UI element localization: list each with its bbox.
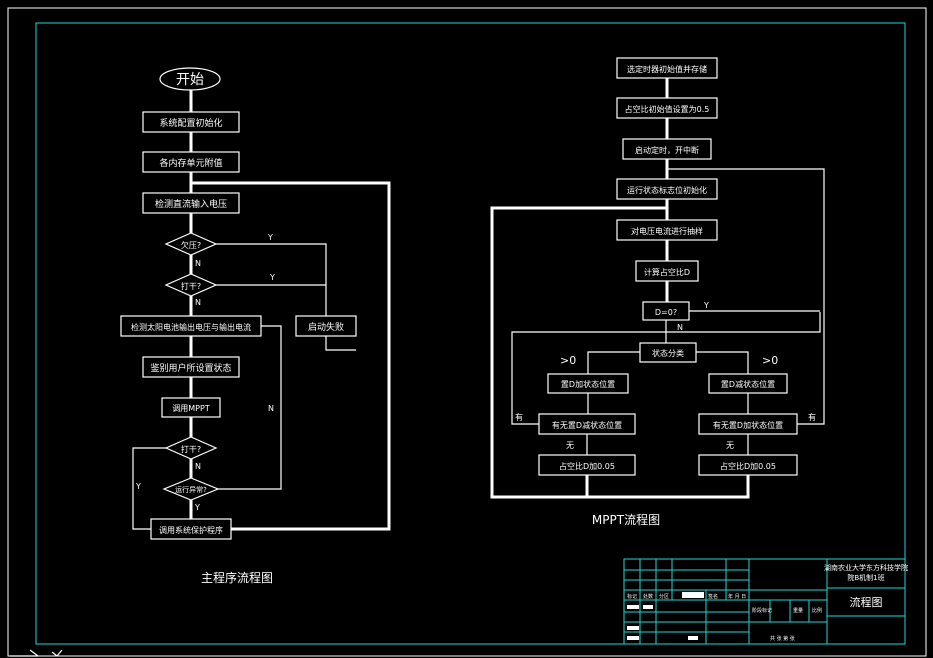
main-init-label: 系统配置初始化 <box>159 117 222 129</box>
title-drawing-title: 流程图 <box>850 595 883 609</box>
title-school: 湖南农业大学东方科技学院 <box>824 563 908 572</box>
mppt-set-inc-label: 置D加状态位置 <box>561 379 615 389</box>
main-y-label-2: Y <box>269 273 275 282</box>
outer-frame <box>7 7 927 657</box>
mppt-none-left: 无 <box>566 441 574 450</box>
mppt-connectors <box>490 78 825 499</box>
main-user-state-label: 鉴别用户所设置状态 <box>150 362 231 374</box>
mppt-yes-right: 有 <box>808 412 816 422</box>
title-block-fill <box>627 636 639 640</box>
main-start-fail-label: 启动失败 <box>308 321 344 333</box>
main-detect-dc-label: 检测直流输入电压 <box>155 198 227 210</box>
main-n-label-2: N <box>195 298 201 307</box>
main-y-label-4: Y <box>194 503 200 512</box>
title-hdr-2: 处数 <box>643 593 653 600</box>
title-weight: 重量 <box>793 607 803 614</box>
mppt-set-dec-label: 置D减状态位置 <box>721 379 775 389</box>
title-stage: 阶段标记 <box>752 607 772 614</box>
main-caption: 主程序流程图 <box>201 570 273 585</box>
main-start-label: 开始 <box>176 72 204 88</box>
mppt-gt0-left: >0 <box>560 354 576 367</box>
title-block-fill <box>627 626 639 630</box>
main-hit-label: 打干? <box>181 281 201 291</box>
title-sheets: 共 张 第 张 <box>770 635 795 642</box>
main-n-label-3: N <box>268 404 274 413</box>
ucs-icon <box>10 649 63 657</box>
title-block-fill <box>688 636 698 640</box>
mppt-gt0-right: >0 <box>762 354 778 367</box>
mppt-dzero-label: D=0? <box>655 308 677 317</box>
title-hdr-4: 签名 <box>708 593 718 600</box>
mppt-flowchart: 选定时器初始值并存储 占空比初始值设置为0.5 启动定时，开中断 运行状态标志位… <box>490 57 825 527</box>
mppt-add-left-label: 占空比D加0.05 <box>559 461 615 471</box>
mppt-has-dec-label: 有无置D减状态位置 <box>552 420 622 430</box>
mppt-yes-left: 有 <box>515 412 523 422</box>
main-n-label-4: N <box>195 462 201 471</box>
mppt-duty-init-label: 占空比初始值设置为0.5 <box>625 104 710 114</box>
mppt-n-label: N <box>677 323 683 332</box>
mppt-caption: MPPT流程图 <box>592 512 660 527</box>
main-y-label-3: Y <box>135 482 141 491</box>
main-hit2-label: 打干? <box>181 444 201 454</box>
main-call-mppt-label: 调用MPPT <box>172 404 210 413</box>
main-n-label-1: N <box>195 259 201 268</box>
title-block: 湖南农业大学东方科技学院 院B机制1班 流程图 标记 处数 分区 签名 年 月 … <box>623 558 908 645</box>
mppt-classify-label: 状态分类 <box>652 348 684 358</box>
main-memory-label: 各内存单元附值 <box>159 157 222 169</box>
title-hdr-1: 标记 <box>627 593 637 600</box>
title-block-fill <box>643 605 653 609</box>
mppt-calc-label: 计算占空比D <box>644 267 690 277</box>
mppt-state-init-label: 运行状态标志位初始化 <box>627 185 707 195</box>
mppt-sample-label: 对电压电流进行抽样 <box>631 226 703 236</box>
mppt-start-timer-label: 启动定时，开中断 <box>635 145 699 155</box>
main-detect-solar-label: 检测太阳电池输出电压与输出电流 <box>131 322 251 332</box>
title-scale: 比例 <box>812 607 822 614</box>
mppt-y-label: Y <box>703 301 709 310</box>
title-hdr-3: 分区 <box>659 593 669 600</box>
title-block-fill <box>627 605 639 609</box>
title-block-fill <box>682 592 704 598</box>
main-protect-label: 调用系统保护程序 <box>159 525 223 535</box>
main-y-label-1: Y <box>267 233 273 242</box>
mppt-has-inc-label: 有无置D加状态位置 <box>713 420 783 430</box>
inner-frame <box>35 22 906 645</box>
mppt-timer-label: 选定时器初始值并存储 <box>627 64 707 74</box>
main-abnormal-label: 运行异常? <box>175 485 207 494</box>
title-block-frame <box>623 558 906 645</box>
main-overvoltage-label: 欠压? <box>181 240 201 250</box>
main-connectors <box>132 90 391 531</box>
main-flowchart: 开始 系统配置初始化 各内存单元附值 检测直流输入电压 欠压? 打干? 检测太阳… <box>120 67 391 585</box>
title-school-line2: 院B机制1班 <box>847 573 884 582</box>
mppt-add-right-label: 占空比D加0.05 <box>720 461 776 471</box>
mppt-none-right: 无 <box>726 441 734 450</box>
title-hdr-5: 年 月 日 <box>728 593 746 600</box>
